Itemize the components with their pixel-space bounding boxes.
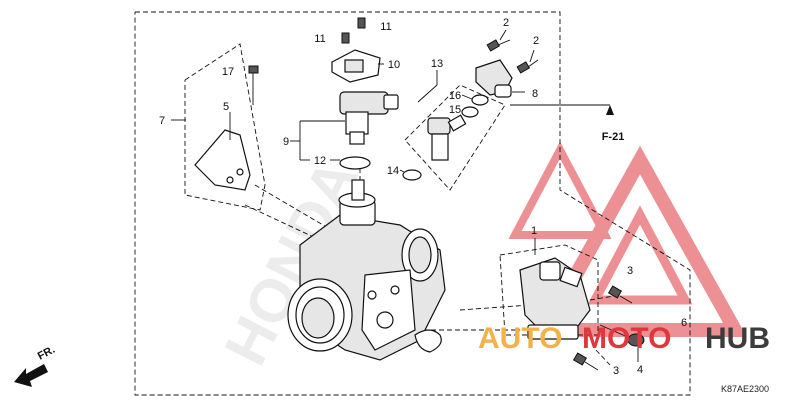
callout-5: 5: [223, 101, 229, 113]
setting-plate-window: [344, 59, 364, 73]
seal-6: [414, 329, 442, 353]
screw-11: [357, 17, 366, 29]
callout-13: 13: [431, 58, 443, 70]
fuel-joint: [475, 59, 513, 98]
watermark-brand-moto: MOTO: [582, 322, 671, 355]
subassembly-13-frame: [404, 84, 506, 191]
callout-9: 9: [283, 136, 289, 148]
bolt-2: [516, 59, 539, 74]
watermark-triangle-inner: [587, 205, 693, 305]
fuel-injector: [427, 114, 467, 161]
callout-17: 17: [222, 66, 234, 78]
bracket-hole: [226, 176, 234, 184]
screw-3: [607, 285, 633, 304]
bracket-hole: [236, 168, 244, 176]
callout-11: 11: [380, 21, 391, 33]
callout-10: 10: [388, 59, 400, 71]
o-ring-15: [461, 106, 479, 118]
callout-1: 1: [531, 225, 537, 237]
callout-8: 8: [532, 88, 538, 100]
throttle-cable-bracket: [194, 129, 251, 191]
arrow-to-reference: [606, 105, 614, 115]
reference-label: F-21: [602, 131, 625, 143]
guide-line: [244, 204, 321, 241]
watermark-brand-hub: HUB: [705, 322, 770, 355]
o-ring-12: [339, 156, 371, 170]
callout-16: 16: [449, 90, 461, 102]
seal-ring-14: [402, 169, 422, 181]
callout-2: 2: [533, 35, 539, 47]
guide-line: [459, 304, 531, 311]
screw-11: [341, 32, 350, 44]
callout-7: 7: [159, 115, 165, 127]
bolt-2: [486, 39, 511, 52]
screw-4: [599, 324, 645, 347]
throttle-position-sensor: [519, 257, 591, 340]
callout-3: 3: [613, 365, 619, 377]
guide-line: [595, 349, 611, 366]
assembly-frame: [134, 11, 691, 396]
watermark-triangle-small: [508, 141, 612, 239]
watermark-logo: [508, 141, 747, 337]
front-direction-label: FR.: [36, 344, 57, 363]
subassembly-7-frame: [184, 43, 266, 211]
watermark-triangle-outer: [533, 145, 747, 337]
callout-12: 12: [314, 155, 326, 167]
callout-14: 14: [387, 165, 399, 177]
idle-air-control-valve: [339, 91, 399, 145]
watermark-brand-auto: AUTO: [478, 322, 562, 355]
callout-6: 6: [681, 317, 687, 329]
bolt-17: [248, 65, 259, 74]
front-direction-arrow: [14, 364, 48, 387]
callout-11: 11: [314, 33, 325, 45]
subassembly-1-frame: [499, 244, 599, 336]
seal-ring-16: [471, 94, 489, 106]
callout-2: 2: [503, 17, 509, 29]
diagram-code: K87AE2300: [721, 384, 769, 394]
callout-4: 4: [637, 364, 643, 376]
throttle-body: [287, 179, 446, 361]
callout-15: 15: [449, 104, 461, 116]
screw-3: [572, 352, 599, 371]
callout-3: 3: [627, 265, 633, 277]
